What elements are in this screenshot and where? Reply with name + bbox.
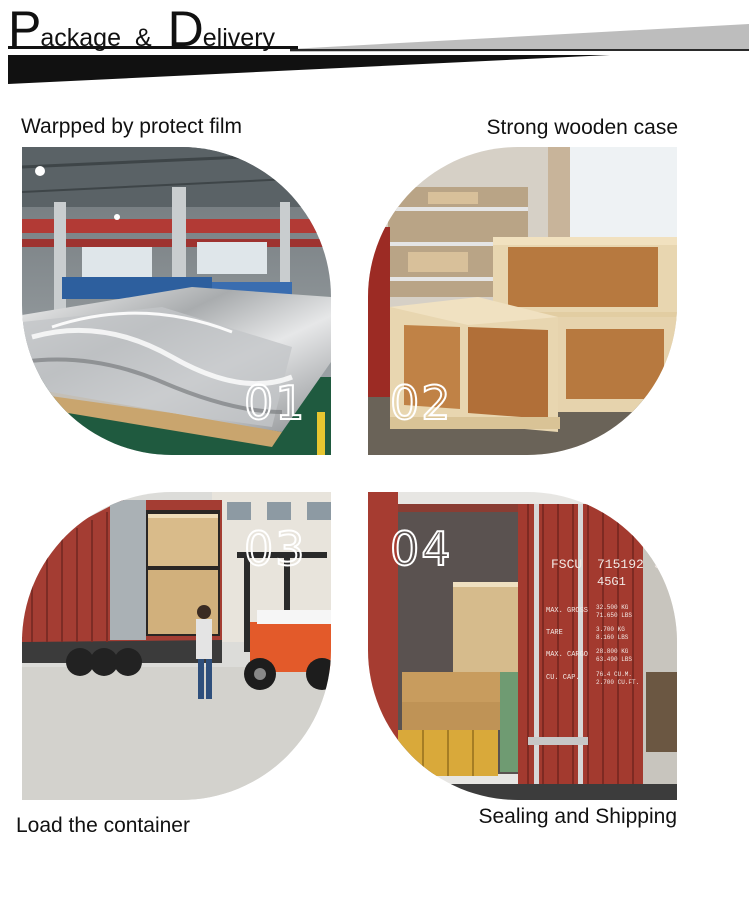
step-number-2: 02: [389, 376, 453, 430]
caption-step-2: Strong wooden case: [486, 116, 678, 139]
header-banner: [8, 24, 749, 84]
plate-tare-lbs: 8.160 LBS: [596, 634, 629, 641]
header: Package&Delivery: [0, 0, 749, 90]
plate-max-gross-lbs: 71.650 LBS: [596, 612, 633, 619]
photo-wooden-case: 02: [368, 147, 677, 455]
title-underline: [8, 46, 298, 49]
plate-max-cargo-kg: 28.800 KG: [596, 648, 629, 655]
plate-cu-cap-ft3: 2.700 CU.FT.: [596, 679, 640, 686]
container-code: FSCU: [551, 557, 583, 572]
plate-cu-cap-label: CU. CAP.: [546, 674, 580, 682]
container-type-code: 45G1: [597, 575, 626, 589]
step-number-3: 03: [243, 522, 307, 576]
plate-max-cargo-lbs: 63.490 LBS: [596, 656, 633, 663]
photo-sealing-shipping: FSCU 715192 3 45G1 MAX. GROSS 32.500 KG …: [368, 492, 677, 800]
title-initial-d: D: [167, 1, 204, 57]
container-serial: 715192: [597, 557, 644, 572]
caption-step-1: Warpped by protect film: [21, 115, 242, 138]
plate-tare-kg: 3.700 KG: [596, 626, 625, 633]
container-check-digit: 3: [654, 557, 662, 572]
photo-film-wrapped: 01: [22, 147, 331, 455]
plate-max-gross-kg: 32.500 KG: [596, 604, 629, 611]
plate-max-cargo-label: MAX. CARGO: [546, 651, 589, 659]
step-number-4: 04: [389, 522, 453, 576]
title-initial-p: P: [8, 1, 41, 57]
plate-max-gross-label: MAX. GROSS: [546, 607, 589, 615]
plate-cu-cap-m3: 76.4 CU.M.: [596, 671, 633, 678]
step-number-1: 01: [243, 376, 307, 430]
plate-tare-label: TARE: [546, 629, 563, 637]
photo-load-container: 03: [22, 492, 331, 800]
caption-step-3: Load the container: [16, 814, 190, 837]
caption-step-4: Sealing and Shipping: [478, 805, 678, 828]
title-ampersand: &: [134, 24, 152, 52]
